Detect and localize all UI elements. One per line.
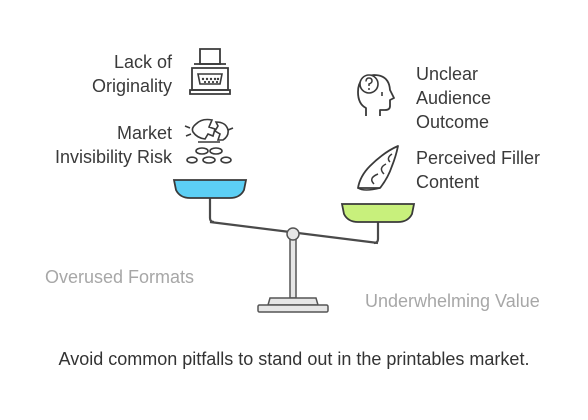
label-lack-of-originality: Lack of Originality: [92, 50, 172, 98]
right-pan: [340, 203, 416, 223]
label-line: Market: [116, 123, 172, 143]
label-unclear-audience-outcome: Unclear Audience Outcome: [416, 62, 491, 134]
right-category-label: Underwhelming Value: [365, 291, 540, 311]
confused-head-question-icon: [357, 74, 395, 116]
label-line: Originality: [91, 76, 172, 96]
label-line: Perceived Filler: [416, 148, 541, 168]
scale-base-top: [267, 297, 319, 306]
scale-base: [257, 304, 329, 313]
right-hanger: [373, 220, 380, 245]
scale-pivot: [286, 227, 300, 241]
typewriter-icon: [189, 48, 231, 95]
label-line: Audience: [416, 88, 492, 108]
label-line: Outcome: [416, 112, 490, 132]
left-hanger: [208, 196, 215, 224]
left-category-label: Overused Formats: [45, 267, 195, 287]
diagram-caption: Avoid common pitfalls to stand out in th…: [58, 349, 530, 369]
left-pan: [172, 179, 248, 199]
scale-pillar: [289, 235, 297, 299]
label-line: Content: [416, 172, 480, 192]
broken-piggy-bank-coins-icon: [184, 118, 234, 164]
label-perceived-filler-content: Perceived Filler Content: [416, 146, 540, 194]
label-line: Unclear: [416, 64, 479, 84]
label-market-invisibility-risk: Market Invisibility Risk: [55, 121, 172, 169]
seashell-icon: [357, 145, 399, 191]
label-line: Invisibility Risk: [54, 147, 172, 167]
label-line: Lack of: [113, 52, 172, 72]
